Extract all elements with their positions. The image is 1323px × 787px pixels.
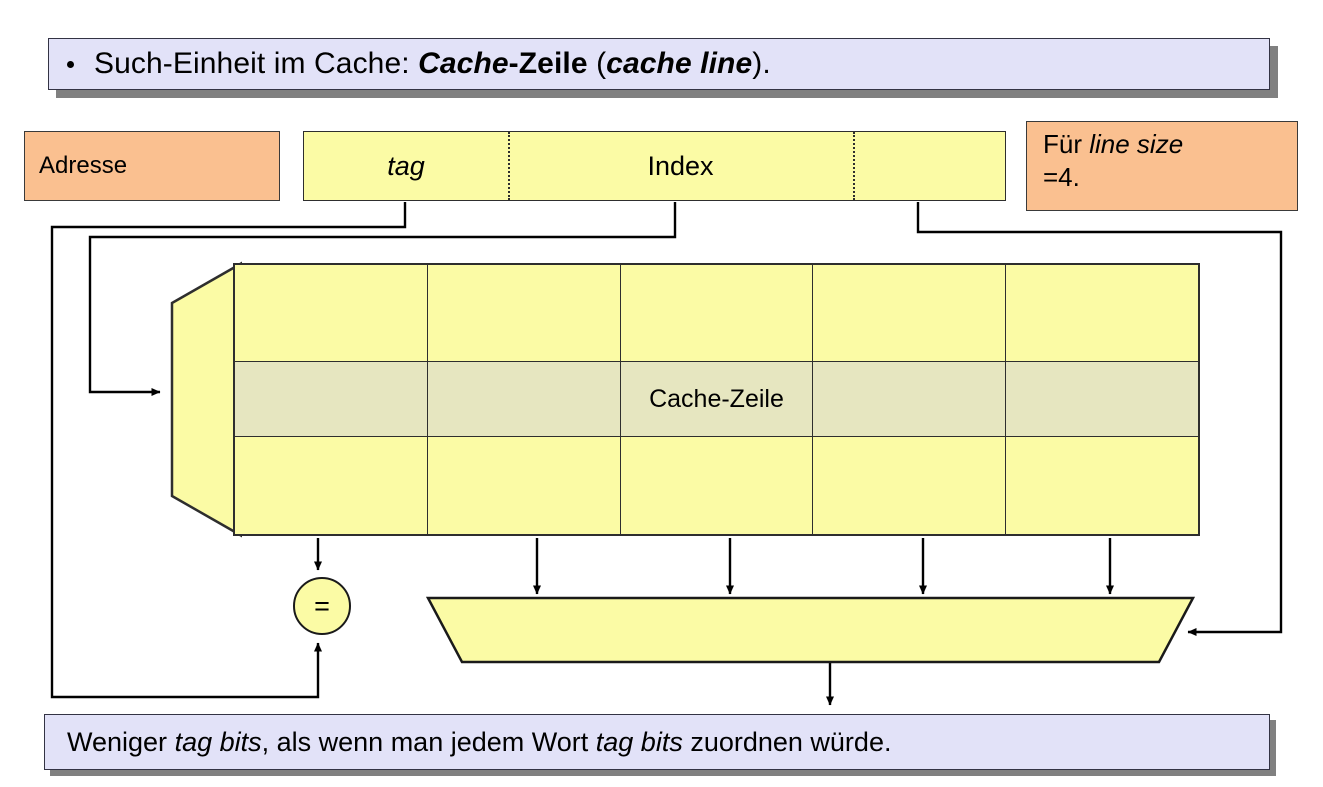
title-paren-open: ( (587, 47, 607, 80)
address-field-tag: tag (387, 150, 425, 181)
cache-cell (1006, 265, 1198, 361)
caption-box: Weniger tag bits, als wenn man jedem Wor… (44, 714, 1270, 770)
title-prefix: Such-Einheit im Cache: (94, 47, 419, 80)
comparator-equals-node: = (293, 577, 351, 635)
cache-row-highlighted: Cache-Zeile (235, 361, 1198, 437)
cache-cell (621, 437, 814, 534)
cache-line-label-cell: Cache-Zeile (621, 362, 814, 436)
cache-row-bottom (235, 437, 1198, 534)
cache-cell (428, 362, 621, 436)
multiplexer-shape (425, 596, 1196, 664)
cache-cell (428, 265, 621, 361)
bullet-point-icon (67, 60, 74, 68)
address-label: Adresse (39, 152, 128, 179)
caption-italic1: tag bits (174, 726, 262, 757)
cache-cell (1006, 362, 1198, 436)
cache-cell (813, 265, 1007, 361)
address-divider-tag-index (508, 132, 510, 200)
tags-block-shape (170, 261, 242, 538)
page-title: Such-Einheit im Cache: Cache-Zeile (cach… (94, 47, 771, 81)
note-line2: =4. (1043, 161, 1080, 192)
address-field-bar: tag Index (303, 131, 1006, 201)
caption-part3: zuordnen würde. (682, 726, 892, 757)
cache-cell (235, 362, 428, 436)
note-line1-italic: line size (1089, 129, 1184, 159)
caption-part2: , als wenn man jedem Wort (261, 726, 596, 757)
cache-cell (428, 437, 621, 534)
caption-part1: Weniger (67, 726, 175, 757)
title-term-english: cache line (606, 47, 753, 80)
cache-cell (235, 437, 428, 534)
cache-array-grid: Cache-Zeile (233, 263, 1200, 536)
title-term-zeile: -Zeile (508, 47, 588, 80)
caption-text: Weniger tag bits, als wenn man jedem Wor… (67, 727, 891, 758)
title-paren-close: ). (752, 47, 771, 80)
cache-cell (621, 265, 814, 361)
note-line1-prefix: Für (1043, 129, 1090, 159)
address-field-offset (853, 132, 1005, 200)
address-field-index: Index (647, 150, 714, 181)
title-bullet-box: Such-Einheit im Cache: Cache-Zeile (cach… (48, 38, 1270, 90)
cache-cell (813, 437, 1007, 534)
cache-row-top (235, 265, 1198, 361)
cache-cell (235, 265, 428, 361)
title-term-cache: Cache (418, 47, 509, 80)
address-label-box: Adresse (24, 131, 280, 201)
caption-italic2: tag bits (595, 726, 683, 757)
cache-cell (813, 362, 1007, 436)
address-divider-index-offset (853, 132, 855, 200)
line-size-note-box: Für line size =4. (1026, 121, 1298, 211)
cache-cell (1006, 437, 1198, 534)
